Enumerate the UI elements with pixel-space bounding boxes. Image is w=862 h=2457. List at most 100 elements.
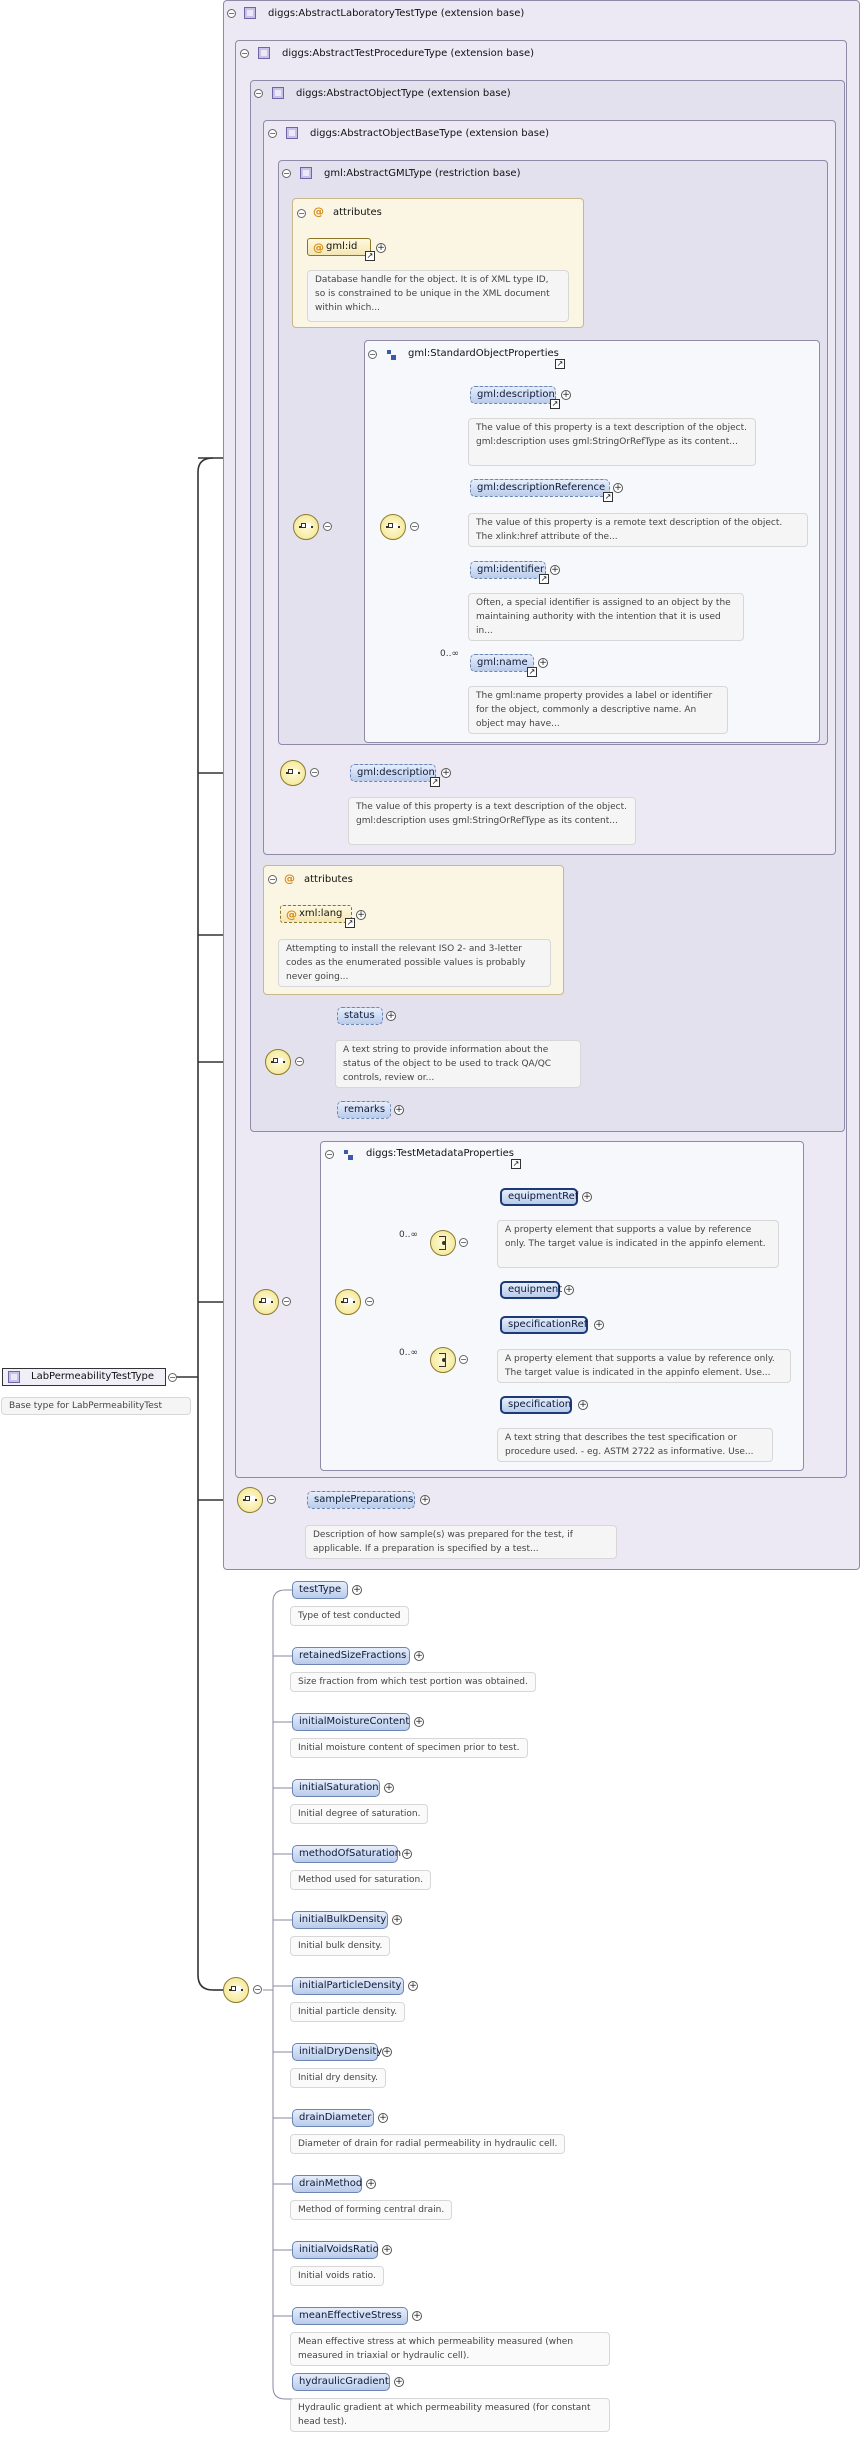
collapse-toggle[interactable]: − (365, 1297, 374, 1306)
sequence-compositor-icon[interactable] (265, 1049, 291, 1075)
element-retained-size-fractions[interactable]: retainedSizeFractions (292, 1647, 410, 1665)
element-drain-diameter[interactable]: drainDiameter (292, 2109, 374, 2127)
expand-plus-icon[interactable]: + (538, 658, 548, 668)
element-drain-method[interactable]: drainMethod (292, 2175, 362, 2193)
sequence-compositor-icon[interactable] (293, 514, 319, 540)
reference-link-icon[interactable]: ↗ (365, 251, 375, 261)
collapse-toggle[interactable]: − (459, 1238, 468, 1247)
reference-link-icon[interactable]: ↗ (539, 574, 549, 584)
sequence-compositor-icon[interactable] (223, 1977, 249, 2003)
element-initial-moisture-content[interactable]: initialMoistureContent (292, 1713, 410, 1731)
expand-plus-icon[interactable]: + (352, 1585, 362, 1595)
reference-link-icon[interactable]: ↗ (511, 1159, 521, 1169)
expand-plus-icon[interactable]: + (414, 1717, 424, 1727)
expand-plus-icon[interactable]: + (564, 1285, 574, 1295)
doc-initial-particle-density: Initial particle density. (290, 2002, 406, 2022)
sequence-compositor-icon[interactable] (380, 514, 406, 540)
expand-plus-icon[interactable]: + (414, 1651, 424, 1661)
attribute-xml-lang[interactable]: @xml:lang (280, 905, 352, 923)
doc-method-of-saturation: Method used for saturation. (290, 1870, 432, 1890)
expand-plus-icon[interactable]: + (420, 1495, 430, 1505)
expand-plus-icon[interactable]: + (356, 910, 366, 920)
collapse-toggle[interactable]: − (297, 209, 306, 218)
element-initial-particle-density[interactable]: initialParticleDensity (292, 1977, 404, 1995)
collapse-toggle[interactable]: − (310, 768, 319, 777)
element-gml-description-reference[interactable]: gml:descriptionReference (470, 479, 610, 497)
collapse-toggle[interactable]: − (268, 875, 277, 884)
attribute-gml-id[interactable]: @gml:id (307, 238, 371, 256)
element-status[interactable]: status (337, 1007, 383, 1025)
element-mean-effective-stress[interactable]: meanEffectiveStress (292, 2307, 408, 2325)
expand-plus-icon[interactable]: + (366, 2179, 376, 2189)
element-initial-voids-ratio[interactable]: initialVoidsRatio (292, 2241, 379, 2259)
collapse-toggle[interactable]: − (240, 49, 249, 58)
collapse-toggle[interactable]: − (410, 522, 419, 531)
reference-link-icon[interactable]: ↗ (555, 359, 565, 369)
choice-compositor-icon[interactable] (430, 1347, 456, 1373)
collapse-toggle[interactable]: − (325, 1150, 334, 1159)
choice-compositor-icon[interactable] (430, 1230, 456, 1256)
attribute-name: xml:lang (299, 908, 343, 919)
collapse-toggle[interactable]: − (295, 1057, 304, 1066)
collapse-toggle[interactable]: − (267, 1495, 276, 1504)
collapse-toggle[interactable]: − (323, 522, 332, 531)
element-base-gml-description[interactable]: gml:description (350, 764, 436, 782)
group-header-standard-object-properties: gml:StandardObjectProperties (408, 348, 559, 359)
element-equipment-ref[interactable]: equipmentRef (500, 1188, 578, 1206)
element-gml-name[interactable]: gml:name (470, 654, 534, 672)
element-initial-bulk-density[interactable]: initialBulkDensity (292, 1911, 388, 1929)
collapse-toggle[interactable]: − (268, 129, 277, 138)
element-specification-ref[interactable]: specificationRef (500, 1316, 588, 1334)
reference-link-icon[interactable]: ↗ (527, 667, 537, 677)
expand-plus-icon[interactable]: + (613, 483, 623, 493)
reference-link-icon[interactable]: ↗ (550, 399, 560, 409)
reference-link-icon[interactable]: ↗ (430, 777, 440, 787)
expand-plus-icon[interactable]: + (382, 2245, 392, 2255)
expand-plus-icon[interactable]: + (582, 1192, 592, 1202)
sequence-compositor-icon[interactable] (335, 1289, 361, 1315)
collapse-toggle[interactable]: − (253, 1985, 262, 1994)
expand-plus-icon[interactable]: + (386, 1011, 396, 1021)
collapse-toggle[interactable]: − (368, 350, 377, 359)
expand-plus-icon[interactable]: + (378, 2113, 388, 2123)
reference-link-icon[interactable]: ↗ (345, 918, 355, 928)
collapse-toggle[interactable]: − (168, 1373, 177, 1382)
doc-base-gml-description: The value of this property is a text des… (348, 797, 636, 845)
expand-plus-icon[interactable]: + (412, 2311, 422, 2321)
element-gml-description[interactable]: gml:description (470, 386, 556, 404)
root-type-box[interactable] (2, 1368, 166, 1386)
expand-plus-icon[interactable]: + (402, 1849, 412, 1859)
doc-status: A text string to provide information abo… (335, 1040, 581, 1088)
collapse-toggle[interactable]: − (254, 89, 263, 98)
element-hydraulic-gradient[interactable]: hydraulicGradient (292, 2373, 390, 2391)
element-initial-dry-density[interactable]: initialDryDensity (292, 2043, 382, 2061)
collapse-toggle[interactable]: − (227, 9, 236, 18)
expand-plus-icon[interactable]: + (394, 1105, 404, 1115)
collapse-toggle[interactable]: − (459, 1355, 468, 1364)
expand-plus-icon[interactable]: + (394, 2377, 404, 2387)
expand-plus-icon[interactable]: + (550, 565, 560, 575)
sequence-compositor-icon[interactable] (253, 1289, 279, 1315)
expand-plus-icon[interactable]: + (561, 390, 571, 400)
sequence-compositor-icon[interactable] (280, 760, 306, 786)
expand-plus-icon[interactable]: + (384, 1783, 394, 1793)
element-method-of-saturation[interactable]: methodOfSaturation (292, 1845, 401, 1863)
reference-link-icon[interactable]: ↗ (603, 492, 613, 502)
expand-plus-icon[interactable]: + (376, 243, 386, 253)
element-initial-saturation[interactable]: initialSaturation (292, 1779, 380, 1797)
element-equipment[interactable]: equipment (500, 1281, 562, 1299)
element-remarks[interactable]: remarks (337, 1101, 391, 1119)
element-specification[interactable]: specification (500, 1396, 572, 1414)
expand-plus-icon[interactable]: + (594, 1320, 604, 1330)
element-sample-preparations[interactable]: samplePreparations (307, 1491, 415, 1509)
element-gml-identifier[interactable]: gml:identifier (470, 561, 546, 579)
collapse-toggle[interactable]: − (282, 1297, 291, 1306)
expand-plus-icon[interactable]: + (408, 1981, 418, 1991)
sequence-compositor-icon[interactable] (237, 1487, 263, 1513)
collapse-toggle[interactable]: − (282, 169, 291, 178)
expand-plus-icon[interactable]: + (382, 2047, 392, 2057)
expand-plus-icon[interactable]: + (578, 1400, 588, 1410)
expand-plus-icon[interactable]: + (392, 1915, 402, 1925)
element-test-type[interactable]: testType (292, 1581, 348, 1599)
expand-plus-icon[interactable]: + (441, 768, 451, 778)
